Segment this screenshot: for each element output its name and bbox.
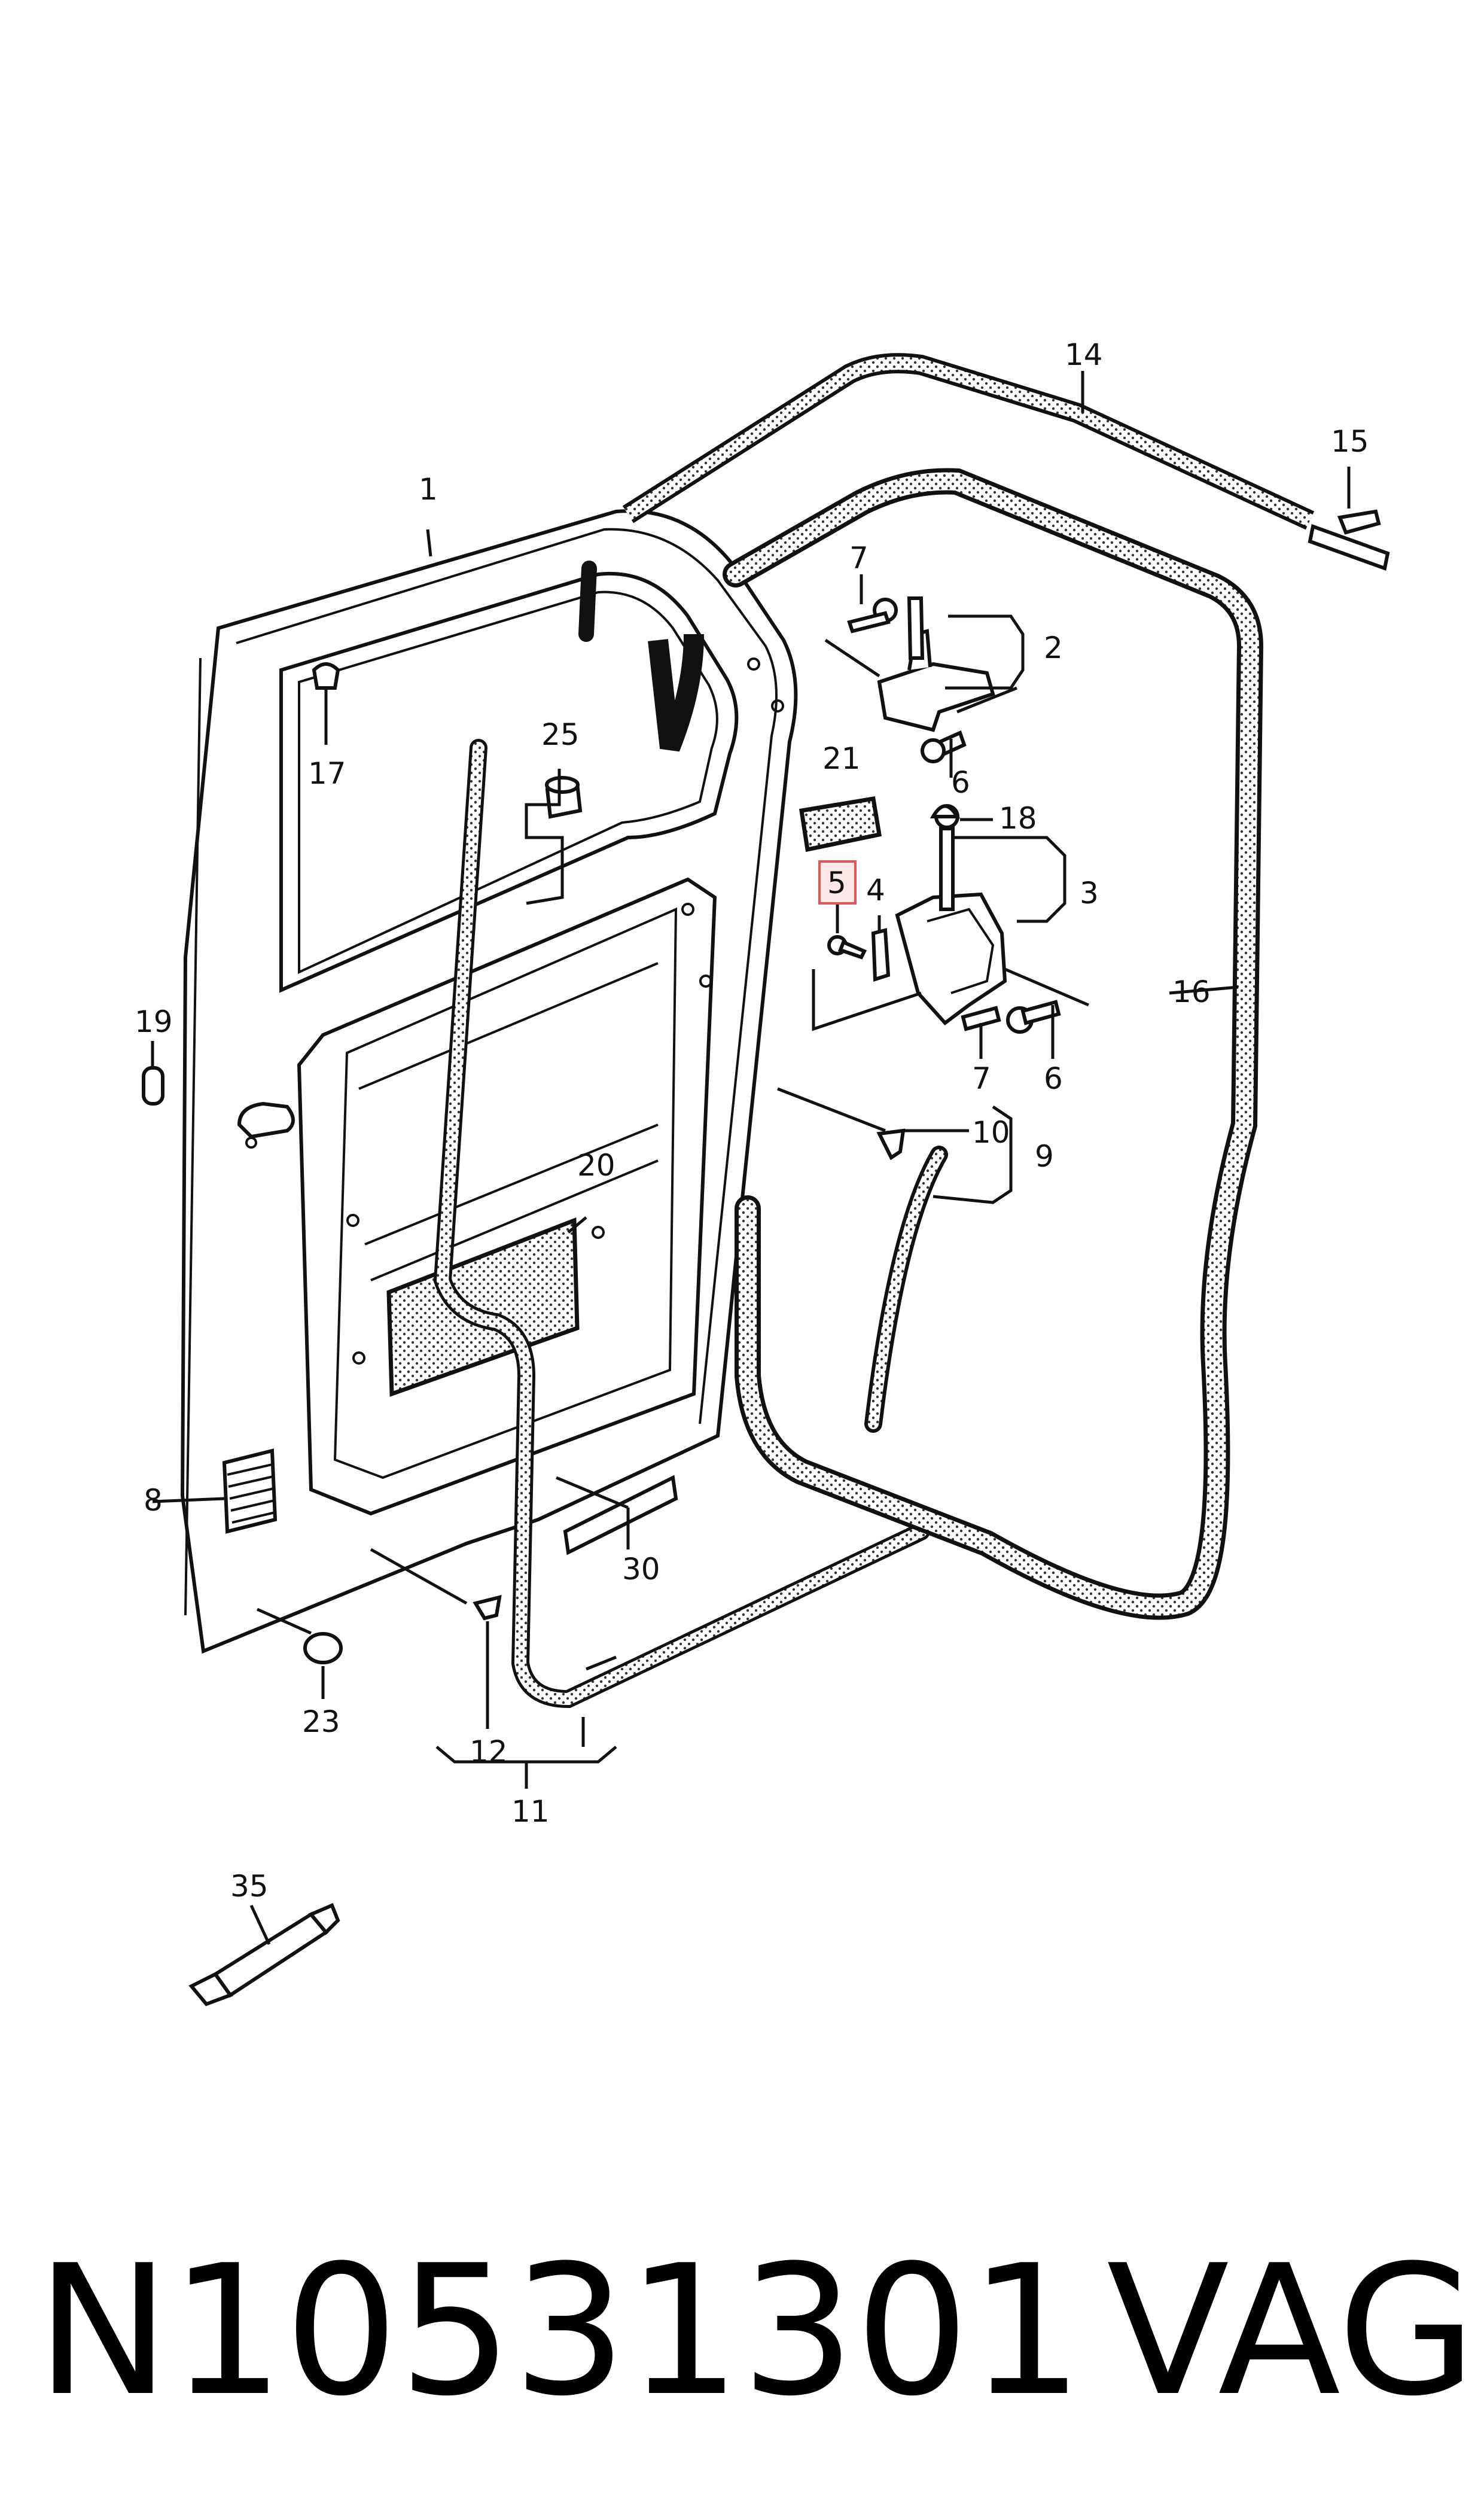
callout-25: 25: [541, 717, 580, 752]
upper-hinge: [847, 596, 995, 763]
callout-8: 8: [144, 1483, 163, 1518]
plug-17: [312, 662, 340, 690]
door-seal-section: [864, 1146, 948, 1433]
window-channel-seal: [433, 739, 930, 1709]
door-opening-seal: [578, 468, 1264, 1620]
roof-seal: [622, 353, 1390, 571]
clip-25: [545, 776, 583, 819]
callout-12: 12: [470, 1734, 508, 1769]
callout-14: 14: [1065, 337, 1103, 372]
door-stop-buffer: [799, 796, 882, 852]
callout-16: 16: [1172, 975, 1211, 1009]
callout-labels: 1 17 25 14 15 7 2 6 21 18 5 4 3 16 7 6 1…: [135, 337, 1369, 1904]
clip-10: [876, 1128, 906, 1161]
callout-20: 20: [577, 1148, 615, 1183]
callout-15: 15: [1331, 424, 1369, 459]
callout-9: 9: [1035, 1139, 1054, 1174]
callout-5: 5: [827, 866, 846, 900]
door-shell: [180, 509, 798, 1654]
cap-18: [930, 804, 961, 818]
callout-2: 2: [1044, 631, 1063, 665]
highlight-box: [818, 860, 857, 905]
callout-21: 21: [822, 741, 861, 776]
callout-7a: 7: [849, 541, 869, 576]
bolt-and-plate: [827, 928, 891, 982]
plug-23: [303, 1632, 343, 1664]
ventilation-grille: [222, 1448, 278, 1534]
tape-30: [563, 1475, 678, 1555]
callout-23: 23: [302, 1704, 340, 1739]
plug-19: [142, 1066, 164, 1106]
callout-35: 35: [230, 1869, 269, 1904]
callout-17: 17: [308, 756, 346, 791]
callout-19: 19: [135, 1004, 173, 1039]
sound-insulation-pad: [386, 1217, 580, 1397]
lower-hinge: [895, 804, 1061, 1034]
part-number: N10531301: [36, 2227, 1083, 2435]
callout-1: 1: [419, 472, 438, 507]
callout-11: 11: [511, 1794, 550, 1829]
callout-6b: 6: [1044, 1061, 1063, 1096]
brand-label: VAG: [1107, 2227, 1476, 2435]
callout-3: 3: [1080, 876, 1099, 911]
callout-7b: 7: [972, 1061, 991, 1096]
clip-15: [1337, 509, 1381, 535]
leader-lines: [151, 371, 1351, 1945]
callout-10: 10: [972, 1115, 1010, 1150]
callout-6a: 6: [951, 765, 970, 800]
callout-4: 4: [866, 873, 885, 908]
clip-12: [473, 1594, 502, 1621]
callout-30: 30: [622, 1552, 660, 1587]
tube-35: [188, 1903, 340, 2007]
callout-18: 18: [999, 801, 1037, 836]
